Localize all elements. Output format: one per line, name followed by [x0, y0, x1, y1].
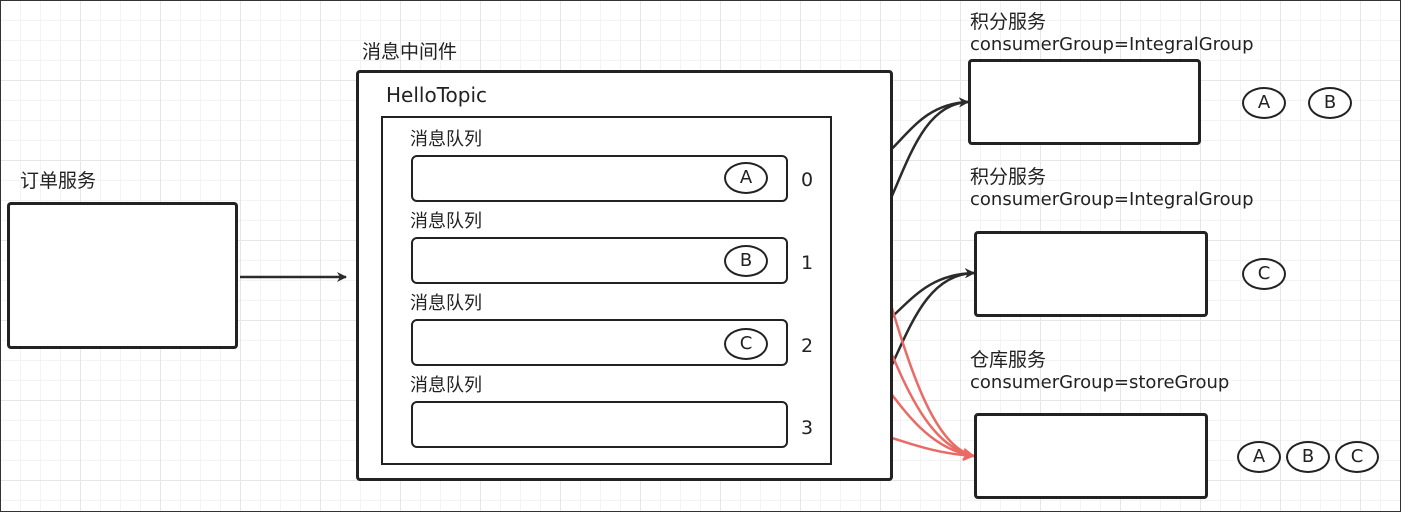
consumer-0-message-0: A: [1242, 87, 1286, 119]
queue-message-0: A: [724, 162, 768, 194]
consumer-0-message-1: B: [1308, 87, 1352, 119]
queue-label-0: 消息队列: [410, 129, 482, 150]
consumer-name-2: 仓库服务: [970, 349, 1047, 371]
consumer-group-0: consumerGroup=IntegralGroup: [970, 34, 1254, 55]
queue-label-2: 消息队列: [410, 293, 482, 314]
queue-index-0: 0: [801, 169, 814, 191]
middleware-label: 消息中间件: [362, 41, 458, 63]
consumer-2-message-1: B: [1286, 441, 1330, 473]
consumer-name-0: 积分服务: [970, 11, 1047, 33]
consumer-box-1[interactable]: [974, 231, 1208, 317]
queue-label-3: 消息队列: [410, 375, 482, 396]
consumer-2-message-0: A: [1237, 441, 1281, 473]
consumer-group-2: consumerGroup=storeGroup: [970, 372, 1230, 393]
queue-index-2: 2: [801, 335, 814, 357]
consumer-2-message-2: C: [1335, 441, 1379, 473]
consumer-group-1: consumerGroup=IntegralGroup: [970, 189, 1254, 210]
producer-label: 订单服务: [20, 170, 97, 192]
queue-index-1: 1: [801, 252, 814, 274]
queue-box-3[interactable]: [411, 401, 788, 448]
topic-label: HelloTopic: [386, 83, 487, 107]
producer-box[interactable]: [7, 202, 238, 349]
consumer-1-message-0: C: [1242, 258, 1286, 290]
queue-index-3: 3: [801, 417, 814, 439]
consumer-box-0[interactable]: [968, 59, 1201, 145]
queue-message-2: C: [724, 328, 768, 360]
consumer-name-1: 积分服务: [970, 166, 1047, 188]
consumer-box-2[interactable]: [974, 413, 1208, 499]
queue-label-1: 消息队列: [410, 211, 482, 232]
queue-box-1[interactable]: [411, 237, 788, 284]
queue-message-1: B: [724, 245, 768, 277]
